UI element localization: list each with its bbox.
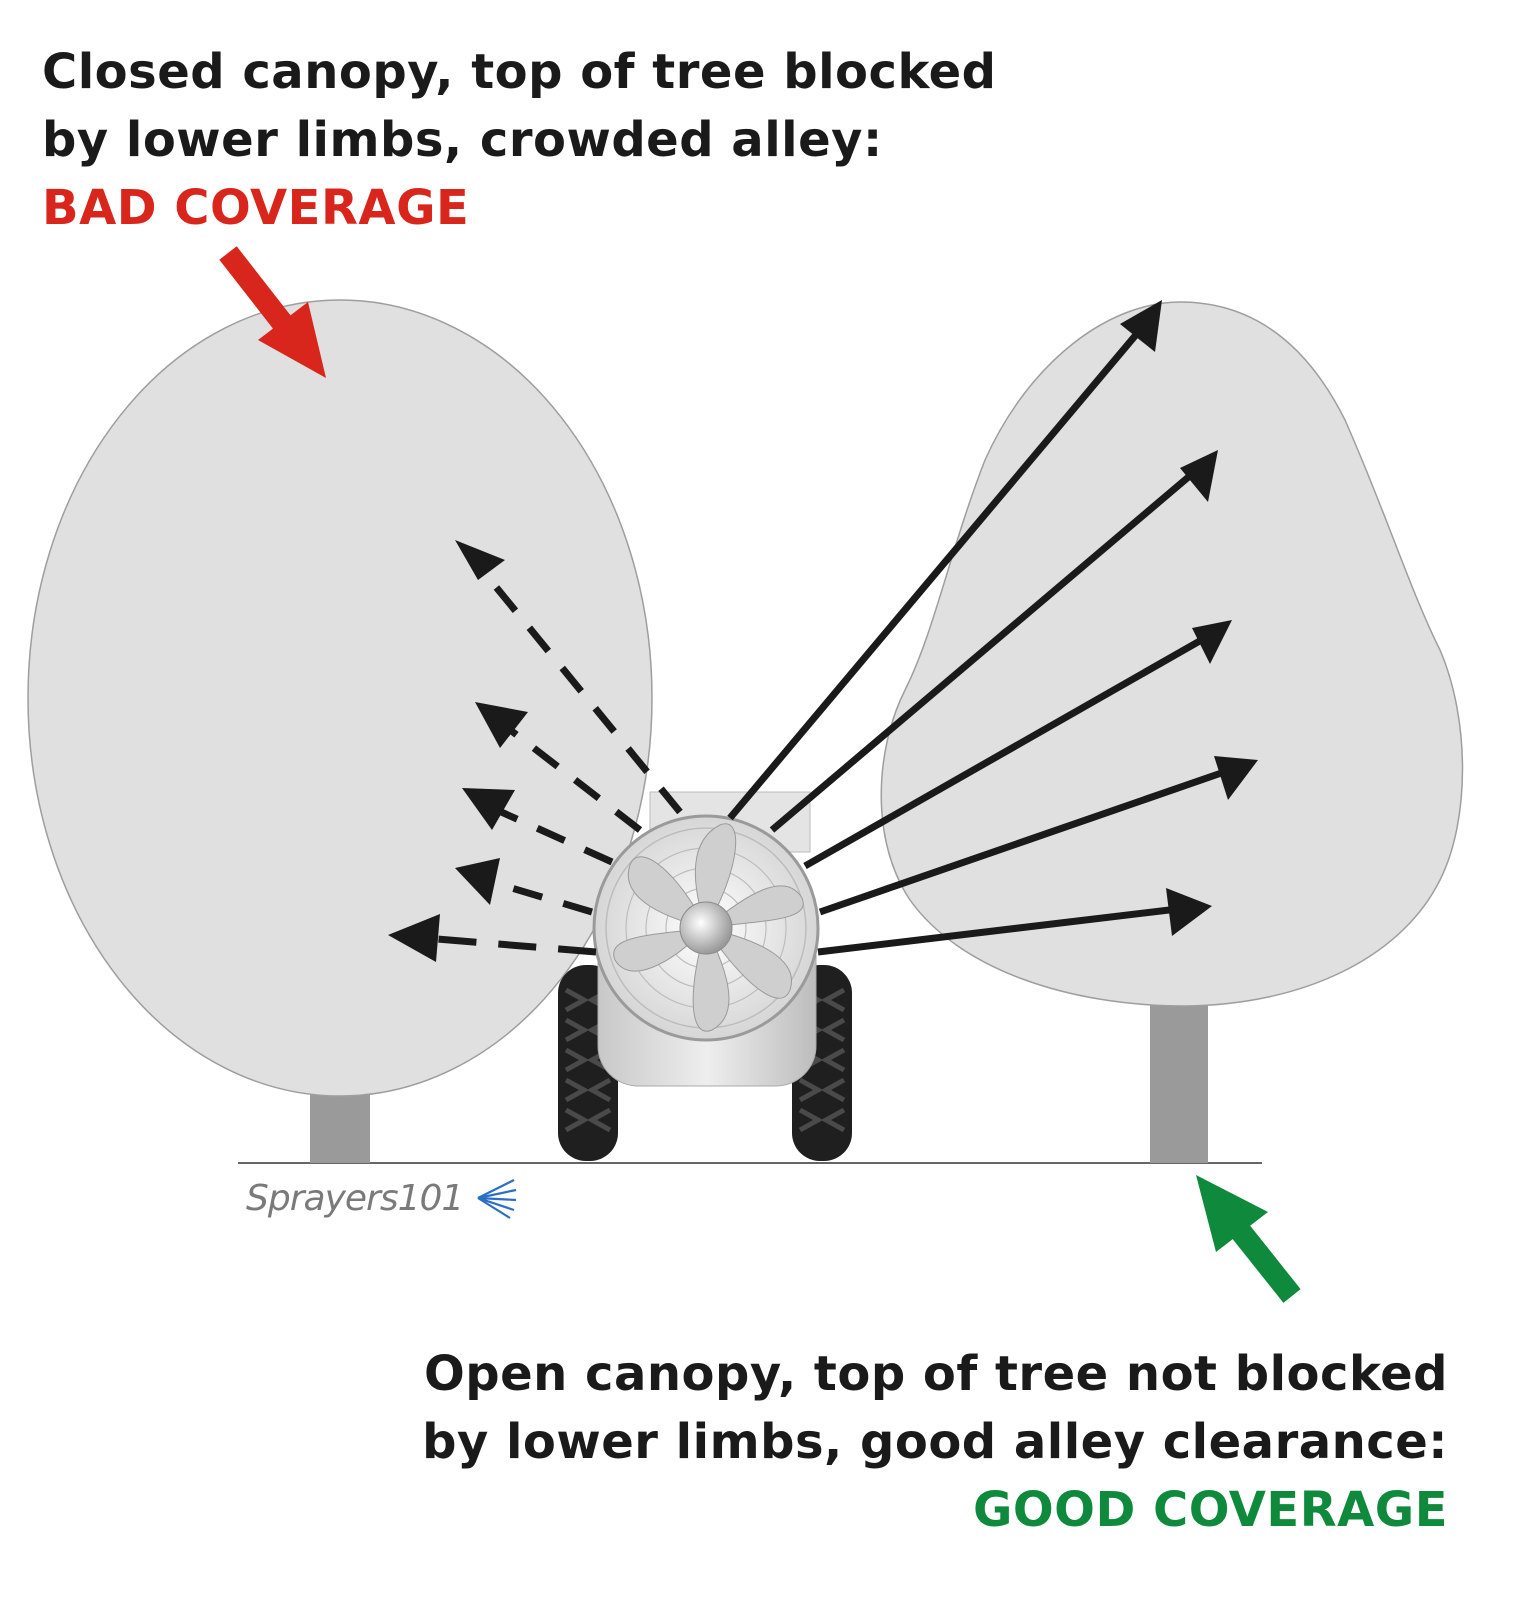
bad-caption-line-2: by lower limbs, crowded alley: (42, 112, 883, 168)
right-tree-open-canopy (880, 301, 1464, 1163)
left-tree-canopy (27, 299, 653, 1097)
spray-fan-icon (477, 1179, 517, 1219)
dashed-arrow-2 (475, 702, 643, 833)
good-caption-line-1: Open canopy, top of tree not blocked (423, 1346, 1448, 1402)
dashed-arrow-1 (455, 540, 683, 815)
good-coverage-label: GOOD COVERAGE (972, 1482, 1448, 1538)
solid-arrow-4 (818, 756, 1258, 916)
solid-arrow-2 (769, 450, 1218, 833)
good-caption-line-2: by lower limbs, good alley clearance: (422, 1414, 1448, 1470)
blocked-spray-arrows (388, 540, 683, 962)
sprayers101-logo: Sprayers101 (246, 1178, 464, 1219)
bad-coverage-label: BAD COVERAGE (42, 180, 470, 236)
dashed-arrow-3 (462, 788, 614, 866)
solid-arrow-3 (803, 620, 1232, 870)
bad-caption-line-1: Closed canopy, top of tree blocked (42, 44, 997, 100)
good-coverage-caption: Open canopy, top of tree not blocked by … (422, 1340, 1448, 1544)
right-tree-trunk (1150, 990, 1208, 1163)
clear-spray-arrows (727, 300, 1258, 956)
dashed-arrow-5 (388, 914, 597, 962)
good-coverage-pointer-arrow (1196, 1175, 1301, 1303)
bad-coverage-caption: Closed canopy, top of tree blocked by lo… (42, 38, 997, 242)
solid-arrow-1 (727, 300, 1162, 821)
bad-coverage-pointer-arrow (219, 246, 326, 378)
solid-arrow-5 (817, 888, 1212, 956)
airblast-sprayer (558, 791, 852, 1161)
dashed-arrow-4 (455, 858, 594, 916)
left-tree-closed-canopy (27, 299, 653, 1163)
fan-icon (592, 814, 820, 1042)
